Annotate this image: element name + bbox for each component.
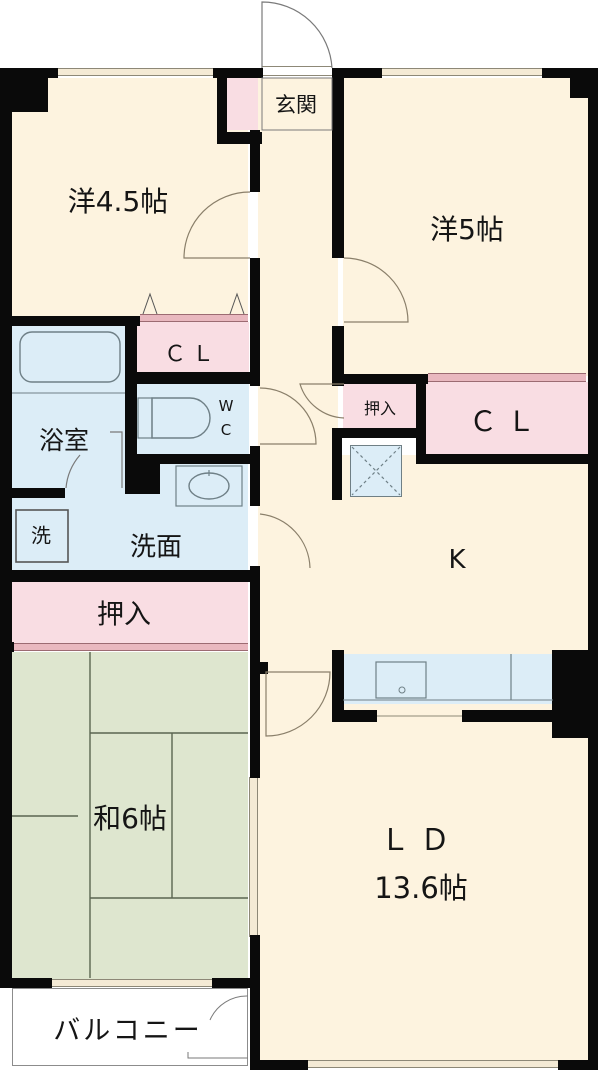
shoe-closet-wall — [217, 68, 227, 144]
wall-japanese-bottom-r — [212, 978, 260, 988]
room-label-ld: ＬＤ — [380, 823, 460, 858]
outer-wall-right — [588, 68, 598, 1068]
wall-bath-bottom-stub — [125, 454, 160, 494]
toilet — [137, 384, 249, 454]
closet-a — [137, 322, 249, 374]
room-label-western-5: 洋5帖 — [430, 213, 504, 246]
outer-wall-top-l1 — [0, 68, 58, 78]
room-label-closet-b: ＣＬ — [468, 405, 546, 438]
wall-closet-a-bottom — [125, 372, 260, 384]
wall-corridor-left-mid — [250, 258, 260, 386]
wall-closet-b-bottom — [416, 454, 596, 464]
closet-a-folding-doors — [140, 314, 248, 322]
wall-corridor-left-bottom — [250, 935, 260, 1065]
room-label-japanese: 和6帖 — [91, 797, 169, 837]
wall-hall-ld-door — [258, 662, 268, 674]
wall-ld-bottom-l — [250, 1060, 308, 1070]
room-label-western-4-5: 洋4.5帖 — [67, 185, 169, 218]
shoe-closet — [226, 78, 258, 130]
closet-b-sliding-doors — [428, 373, 586, 382]
wall-washroom-bottom — [0, 570, 260, 582]
room-label-ld-size: 13.6帖 — [374, 871, 468, 905]
wall-oshiire-small-bottom — [332, 428, 422, 438]
western-room-5 — [343, 78, 588, 376]
window-top-left — [58, 68, 213, 76]
outer-wall-top-l2 — [213, 68, 263, 78]
wall-closet-b-left — [416, 374, 426, 464]
wall-wc-bottom — [125, 454, 260, 464]
outer-wall-left — [0, 68, 12, 988]
room-label-oshiire-large: 押入 — [97, 599, 151, 631]
window-entrance — [262, 66, 332, 76]
wall-corridor-left-wc — [250, 446, 260, 506]
window-top-right — [382, 68, 542, 76]
wall-bath-right — [125, 316, 137, 494]
wall-corridor-right-mid — [332, 326, 344, 386]
room-label-kitchen: K — [448, 545, 466, 575]
kitchen-counter — [343, 654, 553, 704]
wall-kitchen-left — [332, 650, 344, 722]
oshiire-small — [343, 382, 416, 430]
room-label-washroom: 洗面 — [129, 532, 183, 563]
entrance-door-icon — [261, 1, 333, 69]
refrigerator-space — [350, 445, 402, 497]
wall-japanese-bottom-l — [0, 978, 52, 988]
wall-corridor-right-lower — [332, 430, 342, 500]
closet-b — [425, 382, 588, 454]
wall-corridor-left-lower — [250, 566, 260, 778]
sliding-door-japanese-ld — [249, 777, 258, 937]
room-label-balcony: バルコニー — [53, 1015, 203, 1047]
outer-wall-top-r1 — [332, 68, 382, 78]
wall-room45-bottom — [0, 316, 140, 326]
room-label-wc-w: W — [218, 397, 234, 415]
wall-corridor-left-upper — [250, 130, 260, 192]
wall-corridor-right-upper — [332, 68, 344, 258]
wall-kitchen-bottom-l — [332, 710, 377, 722]
window-balcony-ld — [308, 1060, 558, 1068]
wall-room5-bottom — [332, 374, 428, 384]
wall-ld-bottom-r — [558, 1060, 598, 1070]
window-balcony-japanese — [52, 979, 212, 987]
room-label-washer: 洗 — [31, 523, 51, 548]
oshiire-sliding-doors — [12, 643, 248, 651]
room-label-oshiire-small: 押入 — [363, 399, 397, 418]
wall-bath-bottom — [0, 488, 65, 498]
wall-kitchen-bottom-r — [462, 710, 562, 722]
room-label-entrance: 玄関 — [275, 93, 317, 117]
room-label-closet-a: ＣＬ — [163, 342, 221, 367]
room-label-wc-c: C — [220, 421, 232, 439]
wall-oshiire-bottom — [0, 642, 14, 652]
room-label-bathroom: 浴室 — [38, 426, 90, 455]
kitchen-area — [258, 455, 588, 655]
pillar-kitchen — [552, 650, 598, 738]
oshiire-large — [12, 580, 248, 644]
